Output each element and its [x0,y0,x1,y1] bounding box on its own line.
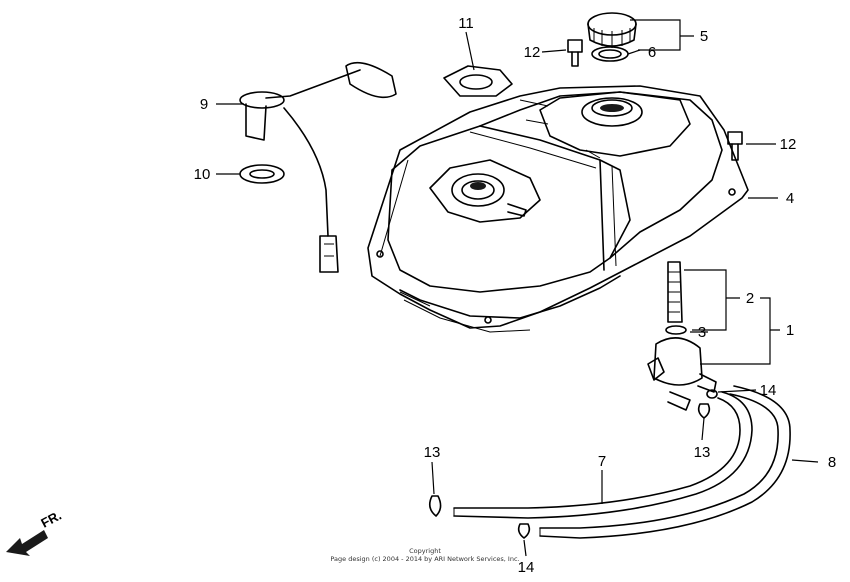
callout-5: 5 [700,28,708,45]
tube-clip-right-b [697,403,711,419]
callout-numbers: 11 12 6 5 9 10 12 4 2 1 3 14 13 13 7 8 1… [194,15,837,576]
callout-2: 2 [746,290,754,307]
callout-13-left: 13 [424,444,441,461]
callout-13-right: 13 [694,444,711,461]
callout-7: 7 [598,453,606,470]
gauge-packing-plate [443,65,513,97]
callout-11: 11 [458,15,474,32]
callout-10: 10 [194,166,211,183]
callout-9: 9 [200,96,208,113]
front-arrow-icon [6,530,48,556]
fuel-cock-assembly [647,261,717,411]
front-label: FR. [38,508,64,531]
tube-clip-left [428,495,442,517]
callout-14-right: 14 [760,382,777,399]
fuel-unit-packing [239,164,285,184]
callout-14-bottom: 14 [518,559,535,576]
leader-lines [216,19,819,557]
fuel-tube-8 [539,385,791,539]
copyright-text: Page design (c) 2004 - 2014 by ARI Netwo… [330,555,519,563]
callout-12-upper: 12 [524,44,541,61]
filler-cap-gasket [591,46,629,62]
callout-8: 8 [828,454,836,471]
fuel-tank [367,85,749,333]
copyright-notice: Copyright Page design (c) 2004 - 2014 by… [330,547,519,563]
tube-clip-right-a [706,389,718,399]
filler-cap [587,12,637,48]
fuel-tube-7 [453,391,753,519]
copyright-title: Copyright [409,547,441,555]
tube-clip-bottom [517,523,531,539]
callout-6: 6 [648,44,656,61]
callout-4: 4 [786,190,794,207]
bolt-right [727,131,743,161]
callout-1: 1 [786,322,794,339]
front-direction-indicator: FR. [6,508,64,556]
bolt-upper [567,39,583,67]
fuel-gauge-sender-unit [239,61,397,273]
callout-3: 3 [698,324,706,341]
callout-12-right: 12 [780,136,797,153]
